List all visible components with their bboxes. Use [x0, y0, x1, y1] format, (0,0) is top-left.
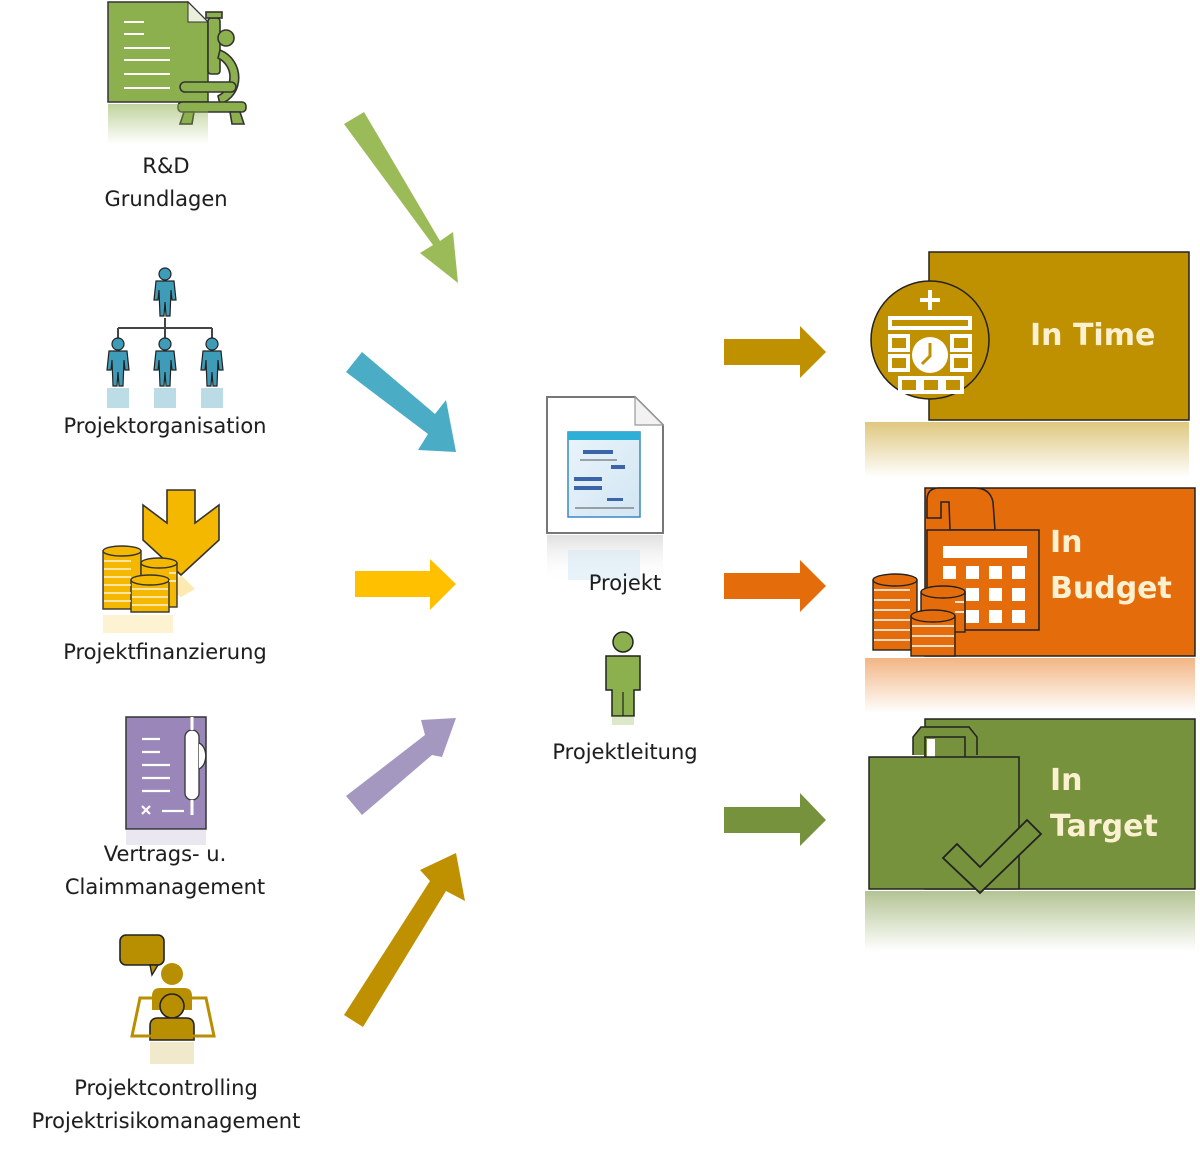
fin-label: Projektfinanzierung — [63, 640, 267, 664]
arrow-out-time — [724, 326, 826, 378]
arrow-in-claim — [346, 718, 456, 815]
ctrl-label: Projektcontrolling Projektrisikomanageme… — [31, 1076, 301, 1133]
arrow-out-target — [724, 793, 826, 846]
arrow-in-org — [346, 352, 456, 452]
arrow-in-claim-shape — [346, 718, 456, 815]
outcome-budget: In Budget — [865, 480, 1200, 715]
calendar-clock-icon — [870, 280, 990, 400]
arrow-in-fin — [355, 559, 456, 610]
document-microscope-icon — [107, 0, 247, 144]
outcome-time-box — [865, 251, 1190, 478]
outcome-budget-label: In Budget — [1050, 525, 1172, 606]
coins-down-arrow-icon — [102, 489, 220, 633]
outcome-time-label: In Time — [1030, 318, 1156, 353]
claim-item — [120, 715, 220, 845]
rd-label: R&D Grundlagen — [104, 154, 228, 211]
arrow-in-ctrl-shape — [344, 853, 465, 1027]
org-label: Projektorganisation — [63, 414, 267, 438]
org-item — [95, 260, 235, 410]
outcome-target-label: In Target — [1050, 763, 1158, 844]
arrow-in-org-shape — [346, 352, 456, 452]
lead-item — [598, 630, 648, 725]
arrow-in-rd — [344, 112, 458, 283]
project-item — [545, 395, 665, 585]
lead-label: Projektleitung — [552, 740, 698, 764]
bag-check-icon — [868, 726, 1043, 895]
ctrl-item — [110, 930, 230, 1070]
project-label: Projekt — [588, 571, 662, 595]
claim-label: Vertrags- u. Claimmanagement — [64, 842, 266, 899]
outcome-target: In Target — [865, 715, 1200, 955]
arrow-in-rd-shape — [344, 112, 458, 283]
rd-item — [100, 0, 247, 150]
arrow-in-ctrl — [344, 853, 465, 1027]
contract-pen-icon — [125, 716, 207, 845]
calculator-coins-icon — [872, 487, 1040, 657]
arrow-in-fin-shape — [355, 559, 456, 610]
meeting-speech-icon — [119, 934, 216, 1064]
arrow-out-budget — [724, 560, 826, 612]
gantt-document-icon — [546, 395, 665, 583]
person-icon — [605, 631, 641, 725]
fin-item — [95, 485, 235, 635]
outcome-time: In Time — [865, 250, 1200, 480]
org-chart-people-icon — [106, 267, 224, 408]
